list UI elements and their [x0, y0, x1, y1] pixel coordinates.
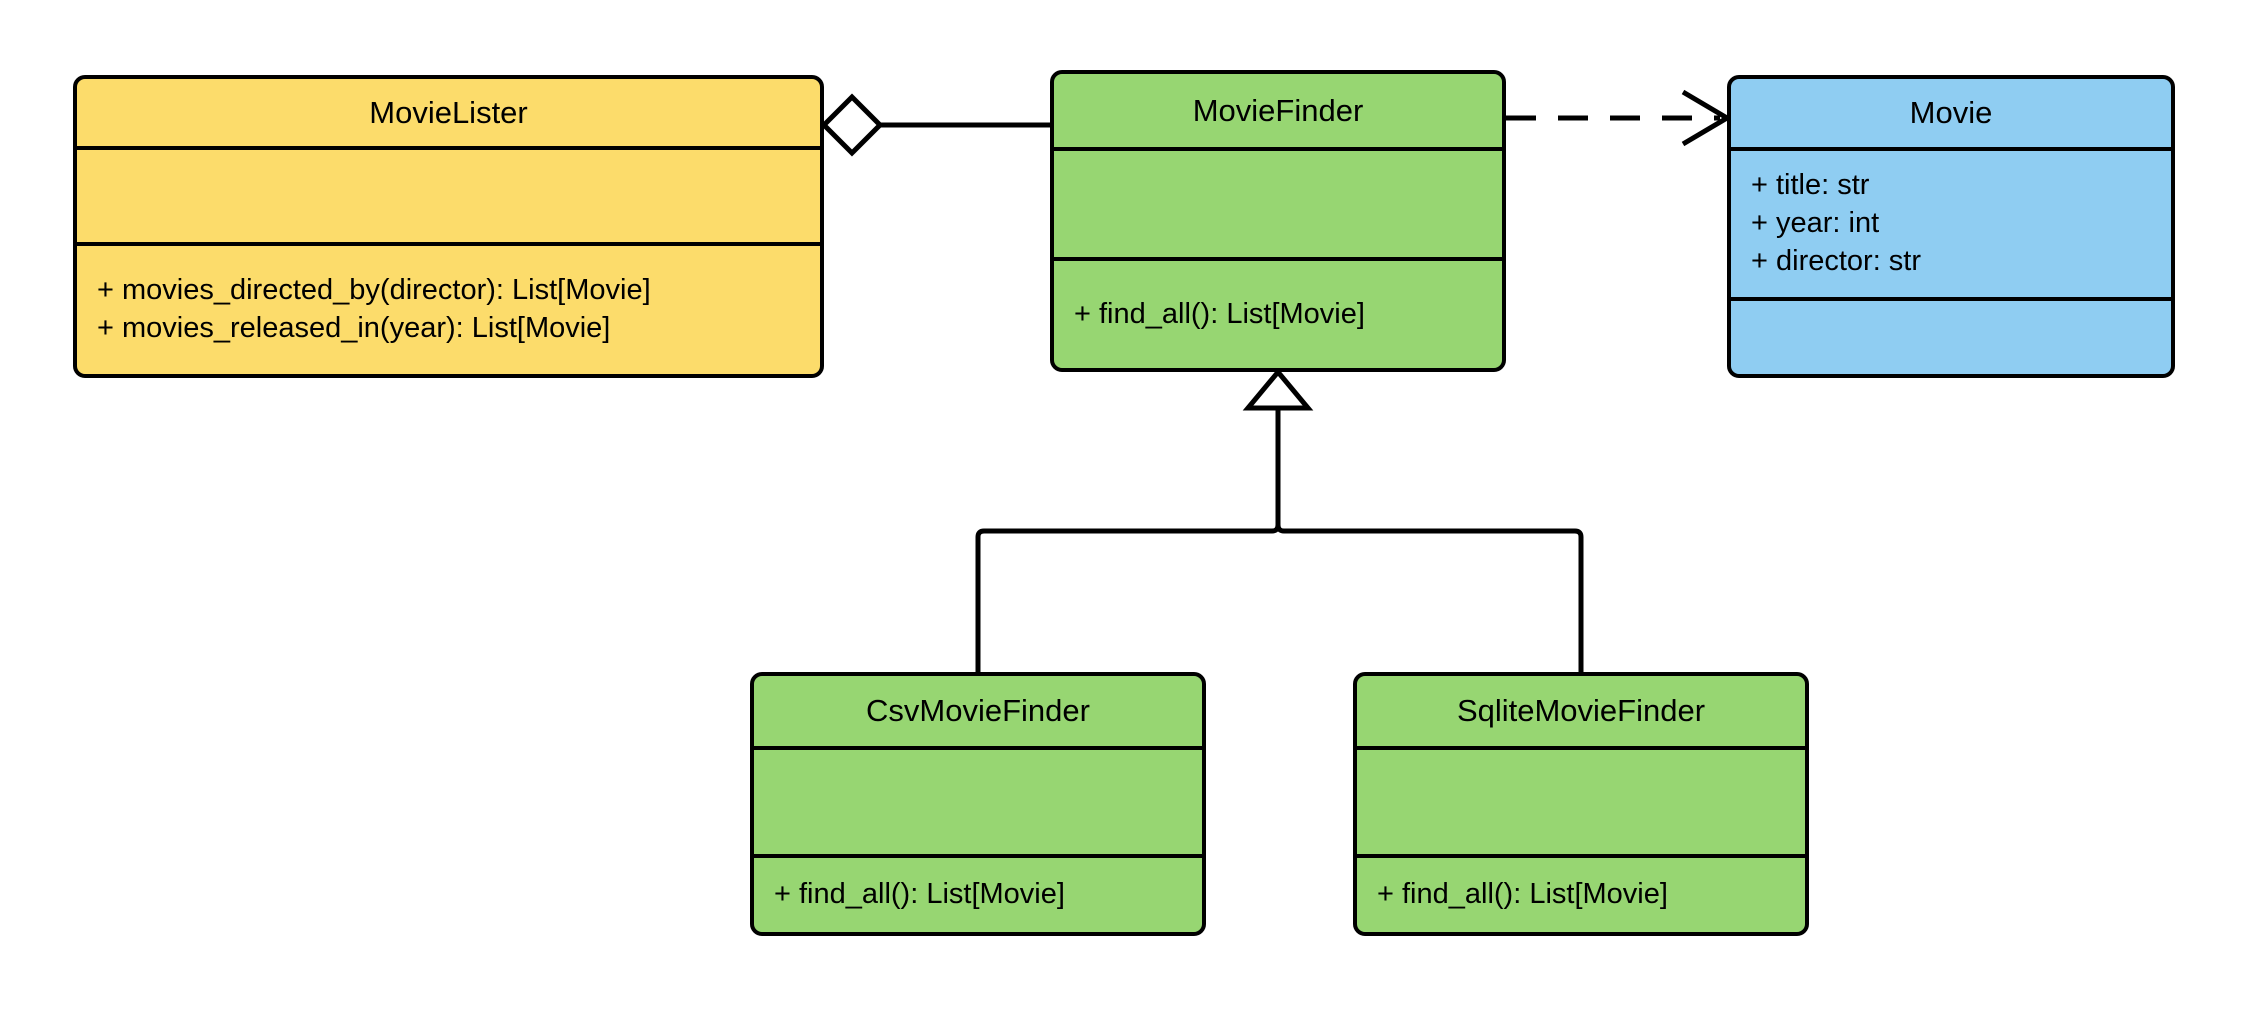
attribute-item: + title: str [1751, 169, 1870, 202]
attribute-item: + director: str [1751, 244, 1922, 277]
attributes-compartment [1357, 746, 1805, 854]
method-item: + find_all(): List[Movie] [1074, 297, 1365, 330]
method-item: + find_all(): List[Movie] [1377, 878, 1668, 911]
edge-dependency [1506, 89, 1732, 147]
attribute-item: + year: int [1751, 207, 1880, 240]
class-box-csv-movie-finder[interactable]: CsvMovieFinder + find_all(): List[Movie] [750, 672, 1206, 936]
class-box-movie-lister[interactable]: MovieLister + movies_directed_by(directo… [73, 75, 824, 378]
methods-compartment: + find_all(): List[Movie] [754, 854, 1202, 932]
open-arrow-icon [1681, 89, 1732, 147]
class-title-csv-movie-finder: CsvMovieFinder [866, 693, 1090, 729]
class-name-compartment: Movie [1731, 79, 2171, 147]
class-name-compartment: MovieFinder [1054, 74, 1502, 147]
class-box-sqlite-movie-finder[interactable]: SqliteMovieFinder + find_all(): List[Mov… [1353, 672, 1809, 936]
class-name-compartment: CsvMovieFinder [754, 676, 1202, 746]
attributes-compartment [754, 746, 1202, 854]
class-title-sqlite-movie-finder: SqliteMovieFinder [1456, 693, 1706, 729]
generalization-branch-csv [975, 405, 1281, 672]
edge-generalization [975, 368, 1584, 672]
class-title-movie-lister: MovieLister [369, 94, 528, 130]
attributes-compartment [77, 146, 820, 242]
methods-compartment: + movies_directed_by(director): List[Mov… [77, 242, 820, 374]
methods-compartment [1731, 297, 2171, 374]
class-title-movie: Movie [1909, 95, 1993, 131]
generalization-branch-sqlite [1275, 405, 1584, 672]
methods-compartment: + find_all(): List[Movie] [1054, 257, 1502, 368]
method-item: + find_all(): List[Movie] [774, 878, 1065, 911]
hollow-diamond-icon [820, 93, 884, 157]
class-name-compartment: MovieLister [77, 79, 820, 146]
class-box-movie-finder[interactable]: MovieFinder + find_all(): List[Movie] [1050, 70, 1506, 372]
edge-aggregation [820, 93, 1050, 157]
class-name-compartment: SqliteMovieFinder [1357, 676, 1805, 746]
methods-compartment: + find_all(): List[Movie] [1357, 854, 1805, 932]
class-title-movie-finder: MovieFinder [1192, 92, 1364, 128]
method-item: + movies_released_in(year): List[Movie] [97, 312, 611, 344]
attributes-compartment [1054, 147, 1502, 257]
method-item: + movies_directed_by(director): List[Mov… [97, 274, 651, 307]
attributes-compartment: + title: str + year: int + director: str [1731, 147, 2171, 297]
hollow-triangle-icon [1242, 368, 1314, 411]
class-box-movie[interactable]: Movie + title: str + year: int + directo… [1727, 75, 2175, 378]
